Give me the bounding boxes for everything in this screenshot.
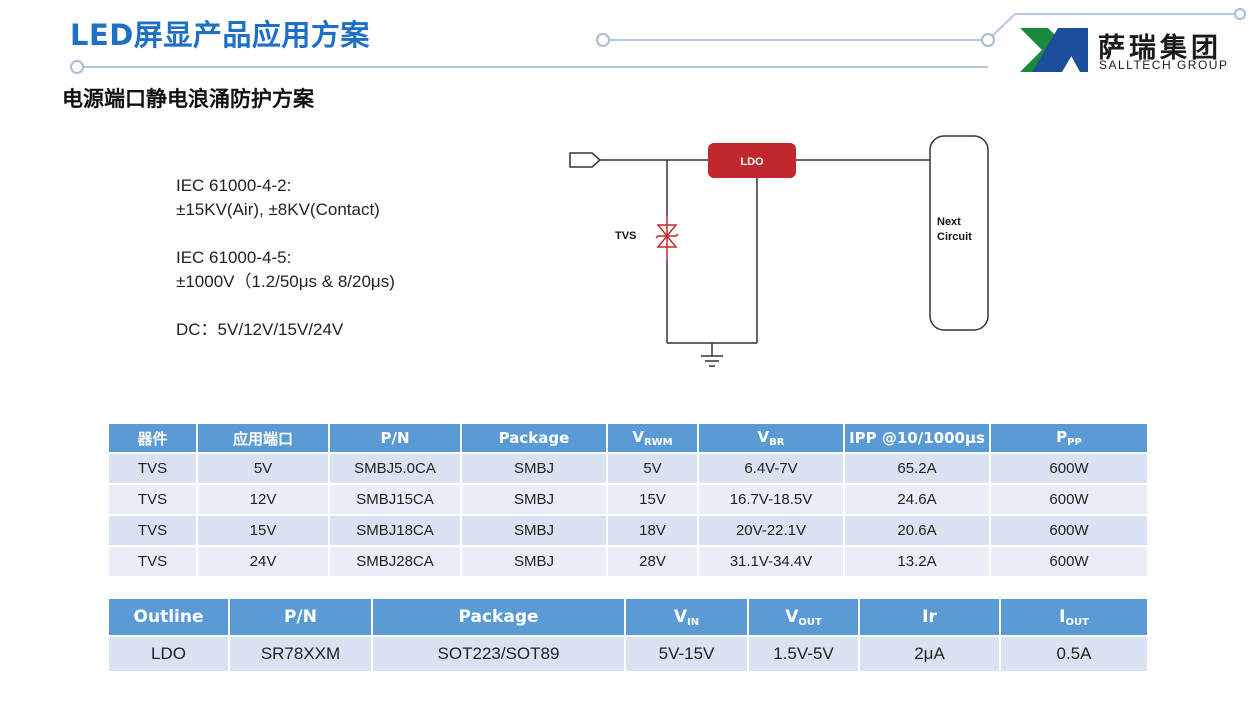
input-connector-icon — [569, 152, 602, 168]
table-cell: 600W — [991, 454, 1147, 483]
spec-iec-esd-values: ±15KV(Air), ±8KV(Contact) — [176, 200, 380, 219]
table-cell: SMBJ — [462, 485, 606, 514]
page-subtitle: 电源端口静电浪涌防护方案 — [62, 87, 314, 111]
spec-dc-voltages: DC：5V/12V/15V/24V — [176, 320, 344, 339]
table-cell: 20.6A — [845, 516, 989, 545]
table-cell: 600W — [991, 485, 1147, 514]
next-circuit-label-1: Next — [937, 216, 961, 228]
spec-iec-esd-title: IEC 61000-4-2: — [176, 176, 292, 195]
table-cell: SR78XXM — [230, 637, 371, 671]
col-pn: P/N — [230, 599, 371, 635]
table-cell: 12V — [198, 485, 328, 514]
tvs-label: TVS — [615, 230, 636, 242]
logo-chinese-name: 萨瑞集团 — [1098, 33, 1222, 64]
spec-iec-surge-title: IEC 61000-4-5: — [176, 248, 292, 267]
col-vbr: VBR — [699, 424, 843, 452]
table-row: LDO SR78XXM SOT223/SOT89 5V-15V 1.5V-5V … — [109, 637, 1147, 671]
table-cell: 31.1V-34.4V — [699, 547, 843, 576]
table-cell: TVS — [109, 454, 196, 483]
table-cell: SOT223/SOT89 — [373, 637, 624, 671]
col-ir: Ir — [860, 599, 999, 635]
table-cell: 600W — [991, 547, 1147, 576]
table-row: TVS 24V SMBJ28CA SMBJ 28V 31.1V-34.4V 13… — [109, 547, 1147, 576]
table-cell: SMBJ15CA — [330, 485, 460, 514]
tvs-table: 器件 应用端口 P/N Package VRWM VBR IPP @10/100… — [107, 422, 1149, 578]
table-cell: SMBJ28CA — [330, 547, 460, 576]
table-cell: 2μA — [860, 637, 999, 671]
table-cell: 28V — [608, 547, 697, 576]
table-row: TVS 15V SMBJ18CA SMBJ 18V 20V-22.1V 20.6… — [109, 516, 1147, 545]
table-cell: 0.5A — [1001, 637, 1147, 671]
table-cell: 15V — [608, 485, 697, 514]
table-cell: 5V — [608, 454, 697, 483]
table-cell: SMBJ5.0CA — [330, 454, 460, 483]
table-cell: 65.2A — [845, 454, 989, 483]
table-cell: SMBJ18CA — [330, 516, 460, 545]
ldo-label: LDO — [740, 156, 764, 168]
col-device: 器件 — [109, 424, 196, 452]
header-decoration — [70, 8, 1246, 74]
table-cell: 5V — [198, 454, 328, 483]
table-cell: 16.7V-18.5V — [699, 485, 843, 514]
table-cell: TVS — [109, 547, 196, 576]
col-pn: P/N — [330, 424, 460, 452]
col-ppp: PPP — [991, 424, 1147, 452]
col-ipp: IPP @10/1000μs — [845, 424, 989, 452]
table-cell: 600W — [991, 516, 1147, 545]
col-package: Package — [462, 424, 606, 452]
page-title: LED屏显产品应用方案 — [70, 18, 370, 52]
ldo-table: Outline P/N Package VIN VOUT Ir IOUT LDO… — [107, 597, 1149, 673]
table-cell: SMBJ — [462, 454, 606, 483]
protection-specs: IEC 61000-4-2: ±15KV(Air), ±8KV(Contact)… — [176, 174, 395, 342]
table-cell: 18V — [608, 516, 697, 545]
next-circuit-block — [929, 135, 989, 331]
table-cell: TVS — [109, 485, 196, 514]
table-cell: 20V-22.1V — [699, 516, 843, 545]
col-outline: Outline — [109, 599, 228, 635]
circuit-diagram: LDO Next Circuit TVS — [569, 135, 989, 367]
ldo-block — [708, 143, 796, 178]
table-cell: SMBJ — [462, 547, 606, 576]
logo-english-name: SALLTECH GROUP — [1099, 58, 1229, 72]
table-cell: 13.2A — [845, 547, 989, 576]
col-port: 应用端口 — [198, 424, 328, 452]
next-circuit-label-2: Circuit — [937, 231, 972, 243]
table-cell: 6.4V-7V — [699, 454, 843, 483]
table-row: TVS 12V SMBJ15CA SMBJ 15V 16.7V-18.5V 24… — [109, 485, 1147, 514]
col-vrwm: VRWM — [608, 424, 697, 452]
table-row: TVS 5V SMBJ5.0CA SMBJ 5V 6.4V-7V 65.2A 6… — [109, 454, 1147, 483]
salltech-logo-icon — [1020, 28, 1088, 72]
spec-iec-surge-values: ±1000V（1.2/50μs & 8/20μs) — [176, 272, 395, 291]
col-vin: VIN — [626, 599, 747, 635]
table-cell: 24.6A — [845, 485, 989, 514]
table-cell: LDO — [109, 637, 228, 671]
col-vout: VOUT — [749, 599, 858, 635]
col-package: Package — [373, 599, 624, 635]
table-cell: TVS — [109, 516, 196, 545]
table-cell: 5V-15V — [626, 637, 747, 671]
table-cell: SMBJ — [462, 516, 606, 545]
ldo-table-header: Outline P/N Package VIN VOUT Ir IOUT — [109, 599, 1147, 635]
tvs-diode-icon — [655, 224, 679, 248]
col-iout: IOUT — [1001, 599, 1147, 635]
table-cell: 24V — [198, 547, 328, 576]
table-cell: 1.5V-5V — [749, 637, 858, 671]
ground-icon — [701, 355, 723, 367]
table-cell: 15V — [198, 516, 328, 545]
tvs-table-header: 器件 应用端口 P/N Package VRWM VBR IPP @10/100… — [109, 424, 1147, 452]
